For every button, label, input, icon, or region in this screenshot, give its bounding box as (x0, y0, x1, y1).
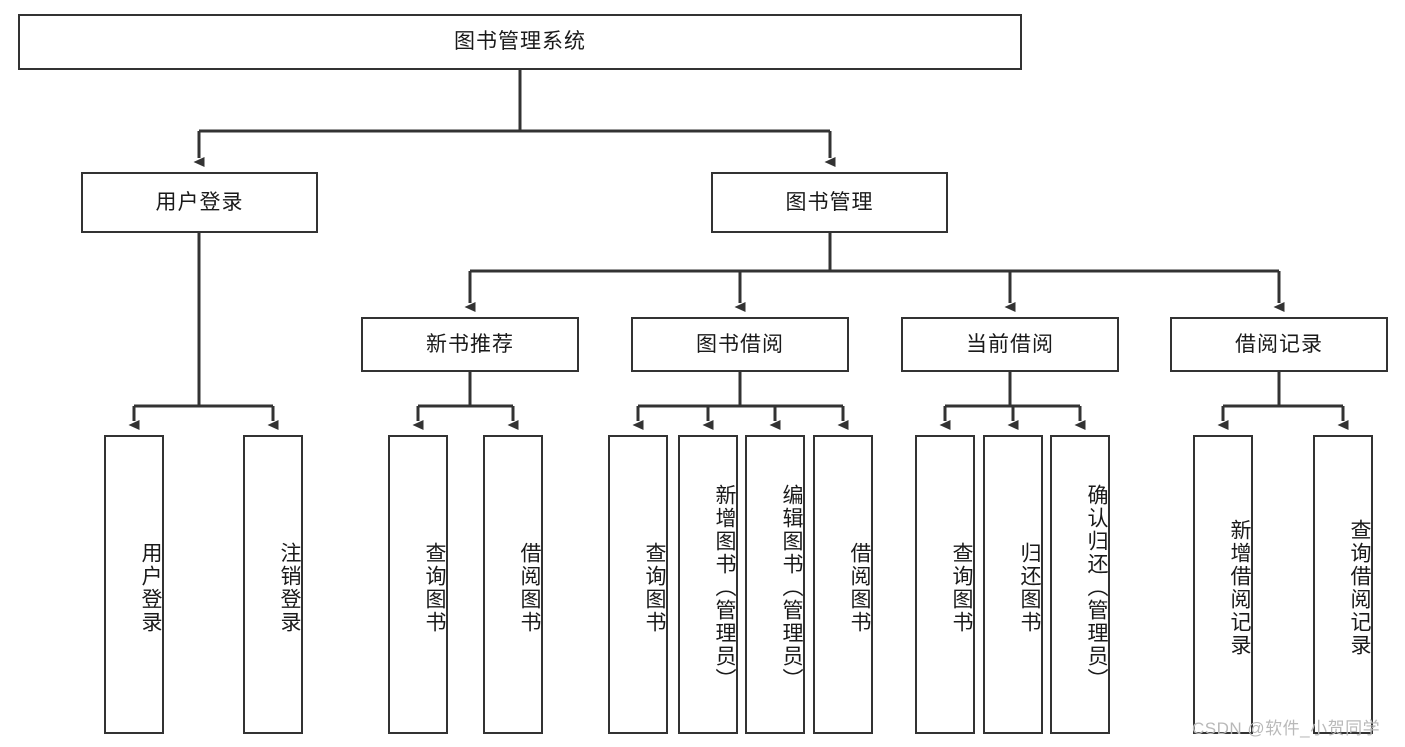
node-leaf-borrow-book-rec[interactable]: 借阅图书 (483, 435, 543, 734)
node-leaf-add-book[interactable]: 新增图书（管理员） (678, 435, 738, 734)
node-leaf-add-record[interactable]: 新增借阅记录 (1193, 435, 1253, 734)
node-leaf-query-book-rec-label: 查询图书 (423, 541, 446, 634)
node-book-borrow-label: 图书借阅 (696, 332, 784, 356)
node-leaf-user-login-label: 用户登录 (139, 541, 162, 634)
csdn-watermark: CSDN @软件_小贺同学 (1192, 719, 1381, 738)
node-book-management[interactable]: 图书管理 (711, 172, 948, 233)
node-leaf-edit-book-label: 编辑图书（管理员） (780, 484, 803, 691)
node-root-label: 图书管理系统 (454, 30, 586, 54)
node-book-management-label: 图书管理 (785, 190, 874, 214)
node-leaf-add-book-label: 新增图书（管理员） (713, 484, 736, 691)
node-leaf-logout-login-label: 注销登录 (278, 541, 301, 634)
node-current-borrow-label: 当前借阅 (966, 332, 1054, 356)
node-leaf-query-book-cb-label: 查询图书 (950, 541, 973, 634)
node-current-borrow[interactable]: 当前借阅 (901, 317, 1119, 372)
node-leaf-confirm-return-label: 确认归还（管理员） (1085, 484, 1108, 691)
node-leaf-query-book-rec[interactable]: 查询图书 (388, 435, 448, 734)
node-new-book-recommend-label: 新书推荐 (426, 332, 514, 356)
node-leaf-return-book-label: 归还图书 (1018, 541, 1041, 634)
node-leaf-query-record[interactable]: 查询借阅记录 (1313, 435, 1373, 734)
node-leaf-edit-book[interactable]: 编辑图书（管理员） (745, 435, 805, 734)
node-leaf-query-book-br[interactable]: 查询图书 (608, 435, 668, 734)
node-leaf-query-record-label: 查询借阅记录 (1348, 518, 1371, 657)
node-leaf-return-book[interactable]: 归还图书 (983, 435, 1043, 734)
node-leaf-borrow-book-br-label: 借阅图书 (848, 541, 871, 634)
node-borrow-record-label: 借阅记录 (1235, 332, 1323, 356)
node-new-book-recommend[interactable]: 新书推荐 (361, 317, 579, 372)
node-leaf-borrow-book-br[interactable]: 借阅图书 (813, 435, 873, 734)
node-leaf-logout-login[interactable]: 注销登录 (243, 435, 303, 734)
node-leaf-query-book-br-label: 查询图书 (643, 541, 666, 634)
node-user-login[interactable]: 用户登录 (81, 172, 318, 233)
node-root[interactable]: 图书管理系统 (18, 14, 1022, 70)
node-leaf-query-book-cb[interactable]: 查询图书 (915, 435, 975, 734)
node-leaf-user-login[interactable]: 用户登录 (104, 435, 164, 734)
node-leaf-add-record-label: 新增借阅记录 (1228, 518, 1251, 657)
node-user-login-label: 用户登录 (155, 190, 244, 214)
node-leaf-confirm-return[interactable]: 确认归还（管理员） (1050, 435, 1110, 734)
node-borrow-record[interactable]: 借阅记录 (1170, 317, 1388, 372)
node-leaf-borrow-book-rec-label: 借阅图书 (518, 541, 541, 634)
node-book-borrow[interactable]: 图书借阅 (631, 317, 849, 372)
